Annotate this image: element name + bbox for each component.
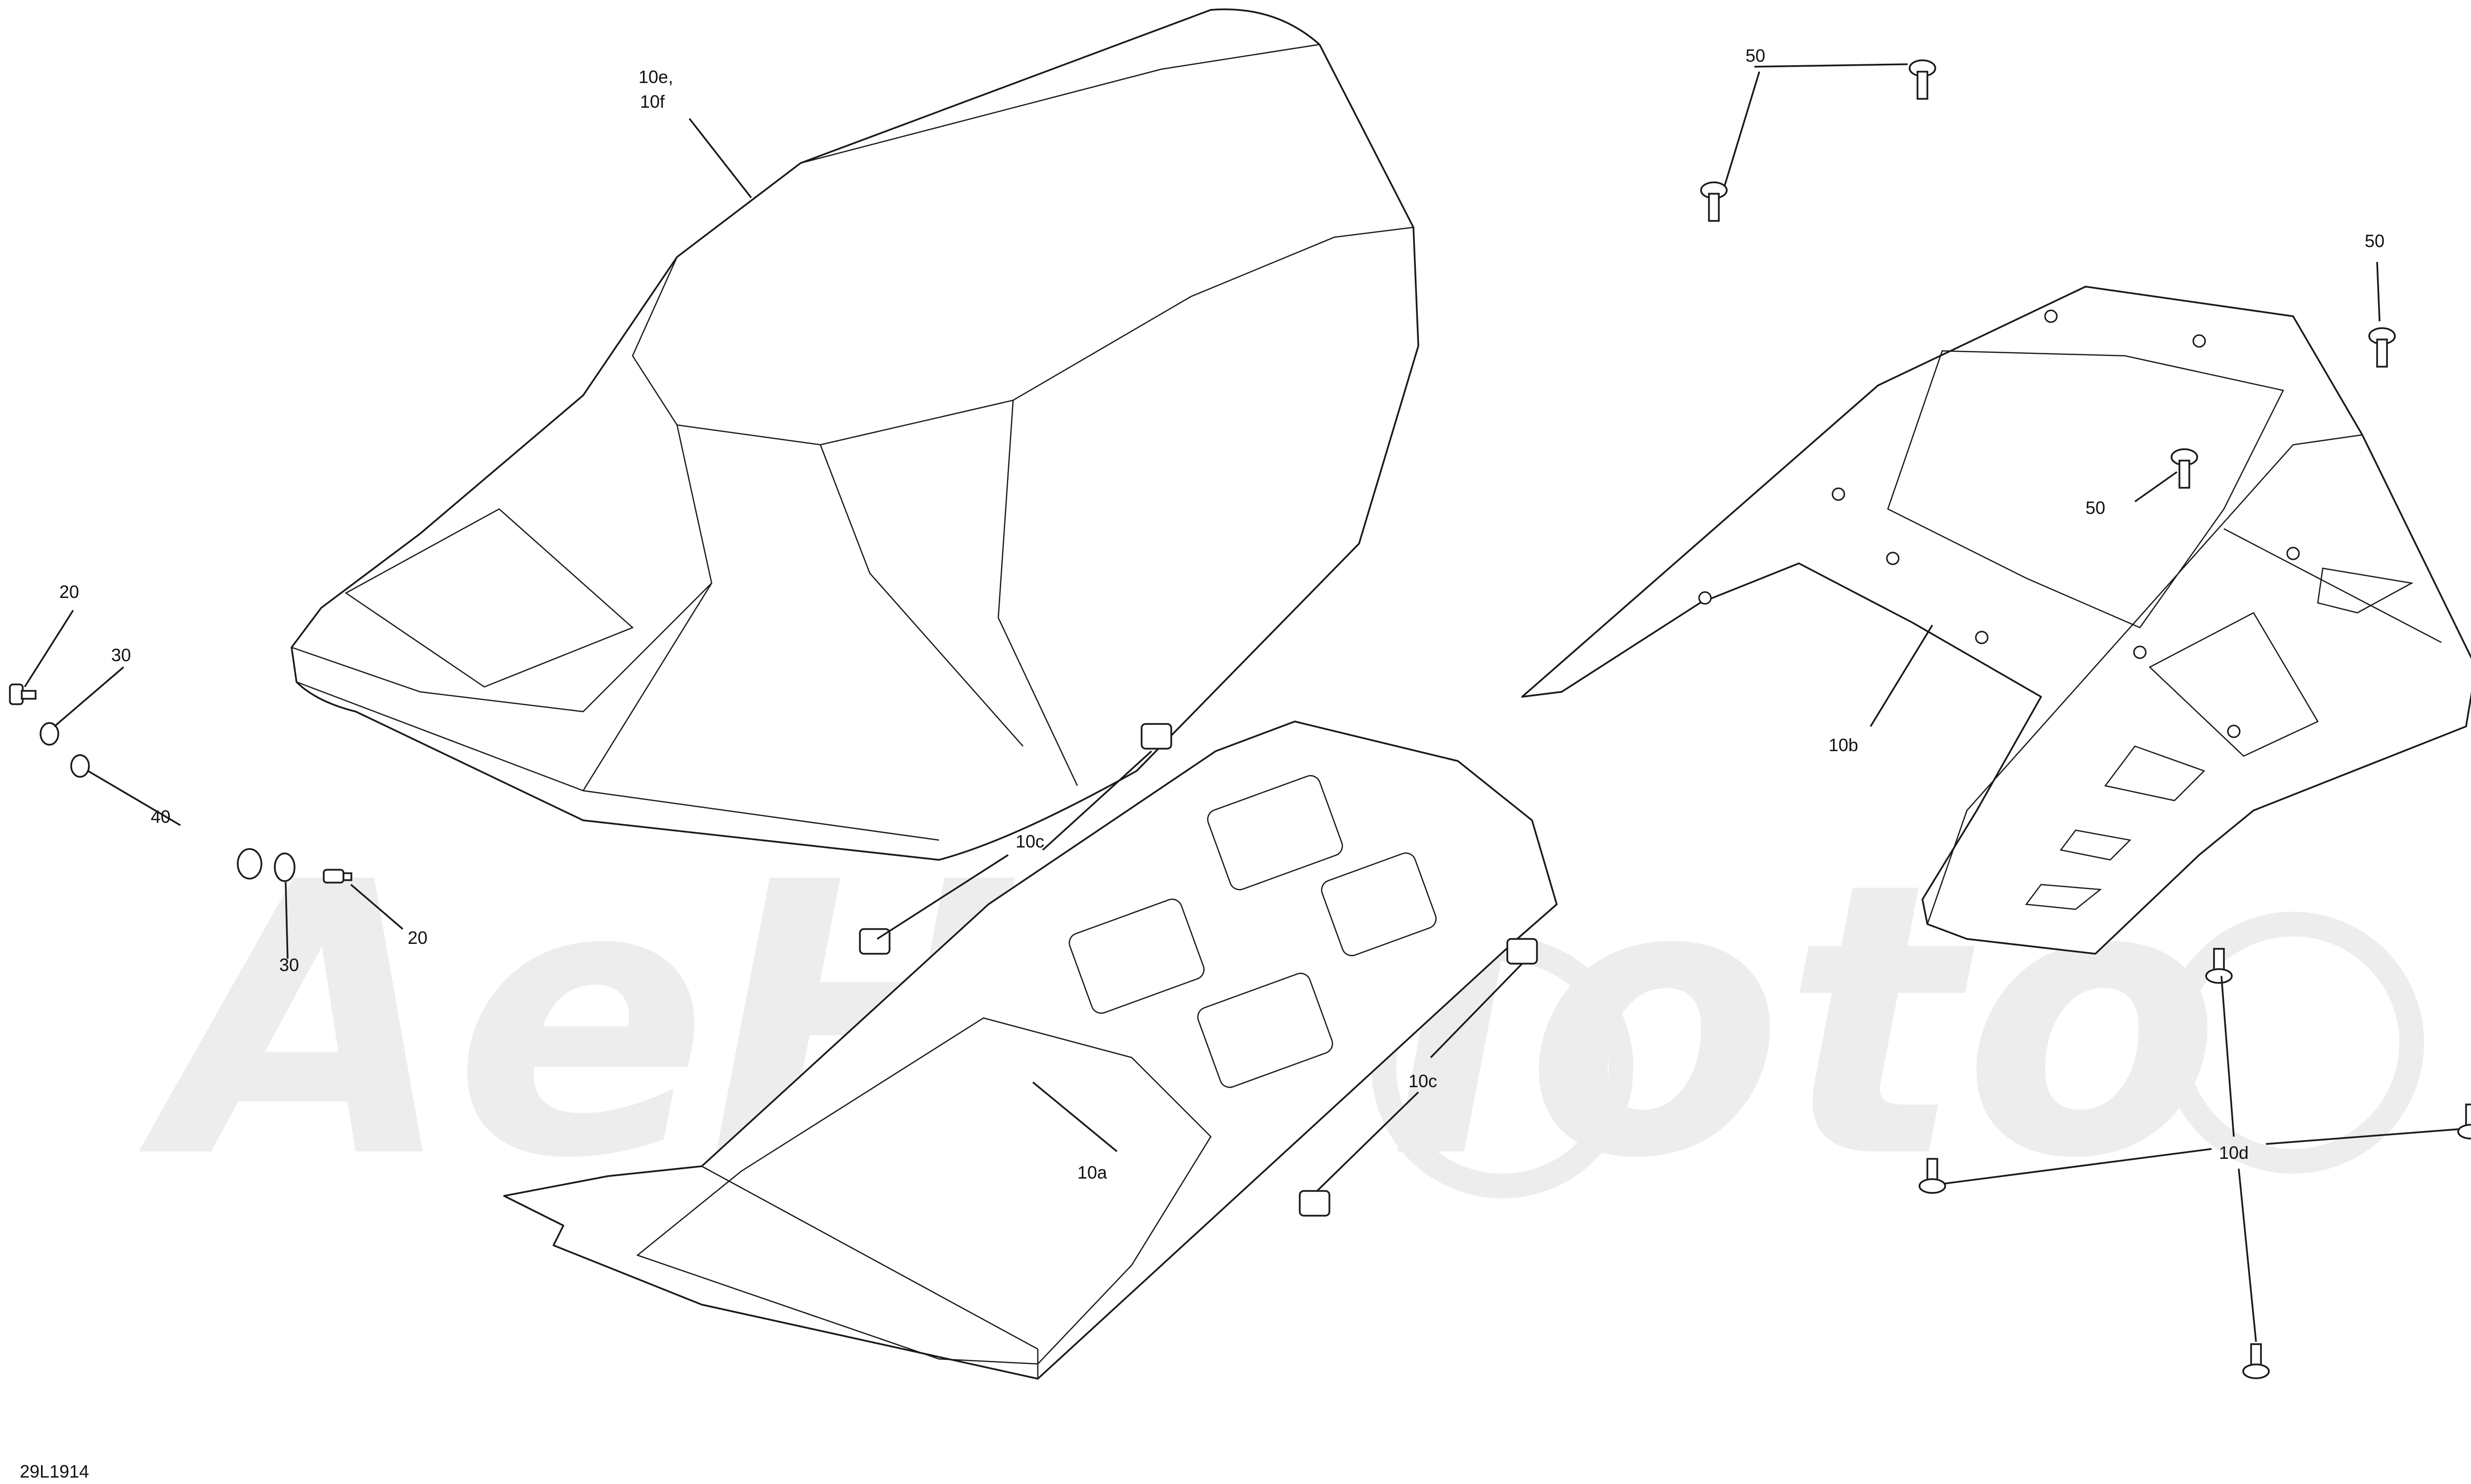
bolt	[2368, 327, 2396, 368]
callout-rack: 10b	[1829, 735, 1858, 755]
rack-hole	[2286, 547, 2300, 560]
washer-small	[70, 754, 90, 778]
rivet	[2457, 1103, 2471, 1140]
rack-hole	[2044, 309, 2058, 323]
callout-washer-small-top: 30	[111, 645, 131, 665]
rack	[1521, 286, 2471, 955]
callout-bolt-right: 50	[2365, 231, 2385, 251]
callout-bolt-rack: 50	[2086, 498, 2105, 518]
rivet	[2205, 948, 2233, 984]
callouts: 10e, 10f 50 50 50 10b 10c 10c 10a 10d 20…	[59, 45, 2385, 1183]
rivets	[1918, 948, 2471, 1379]
callout-rivet: 10d	[2219, 1143, 2249, 1163]
bolts	[1700, 59, 2396, 489]
callout-pan: 10a	[1077, 1162, 1108, 1183]
screw-bottom	[323, 869, 352, 884]
callout-clip-top: 10c	[1016, 831, 1044, 851]
callout-seat: 10e,	[639, 67, 673, 87]
leader-lines	[24, 63, 2459, 1342]
rack-hole	[1886, 551, 1900, 565]
clip-nut	[1299, 1190, 1330, 1217]
callout-screw-left-top: 20	[59, 582, 79, 602]
rack-holes	[1698, 309, 2300, 738]
callout-bolt-top: 50	[1746, 45, 1765, 66]
clip-nut	[1506, 938, 1538, 965]
bolt	[2171, 448, 2198, 489]
bolt	[1909, 59, 1936, 100]
rivet	[2242, 1343, 2270, 1379]
screw-top	[9, 683, 37, 705]
washer-small	[40, 722, 59, 746]
washer-small	[274, 852, 296, 882]
callout-washer-large: 40	[151, 806, 170, 827]
clip-nut	[1141, 723, 1172, 750]
callout-washer-small-bottom: 30	[279, 955, 299, 975]
rack-hole	[1832, 487, 1845, 501]
rack-hole	[2192, 334, 2206, 348]
washer-large	[237, 848, 262, 880]
rack-hole	[1698, 591, 1712, 605]
seat-pan	[503, 721, 1558, 1380]
callout-clip-bottom: 10c	[1408, 1071, 1437, 1091]
rack-hole	[2133, 645, 2147, 659]
rivet	[1918, 1158, 1946, 1194]
rack-hole	[2227, 724, 2241, 738]
callout-screw-left-bottom: 20	[408, 928, 427, 948]
watermark-wheel-right	[2162, 912, 2424, 1174]
clip-nut	[859, 928, 891, 955]
left-hardware	[9, 683, 352, 884]
seat	[291, 8, 1419, 861]
clip-nuts	[859, 723, 1538, 1217]
rack-hole	[1975, 631, 1989, 644]
drawing-id: 29L1914	[20, 1461, 89, 1482]
callout-seat-alt: 10f	[640, 91, 665, 112]
bolt	[1700, 181, 1728, 222]
